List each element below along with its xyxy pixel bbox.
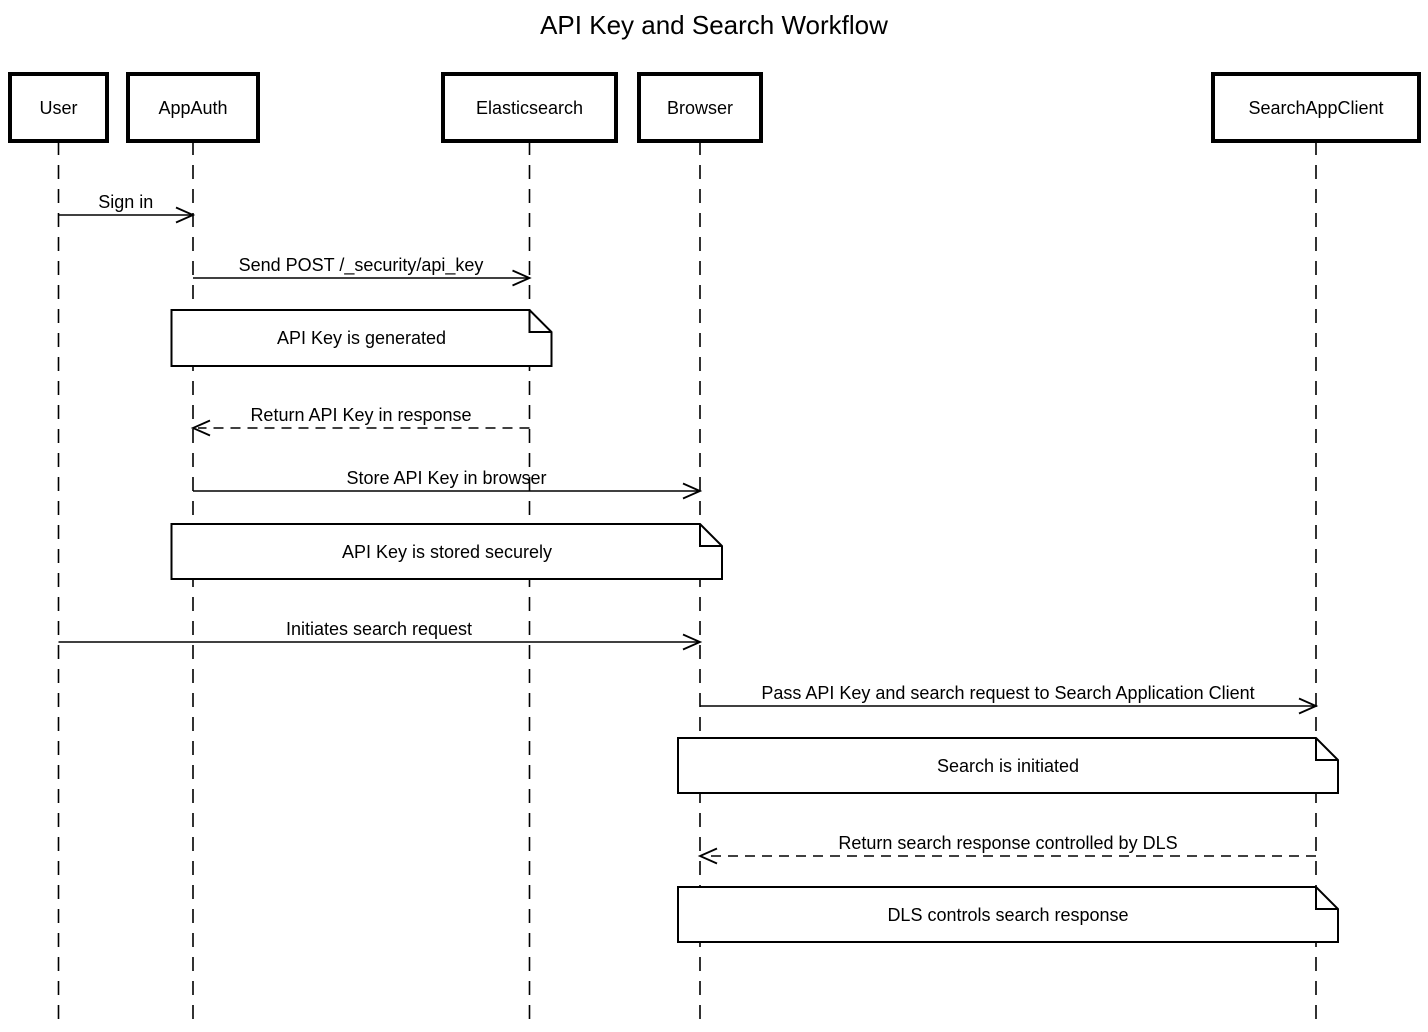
message-label: Store API Key in browser (346, 468, 546, 488)
note-label: API Key is generated (277, 328, 446, 348)
participant-box-browser (637, 72, 763, 143)
message-label: Initiates search request (286, 619, 472, 639)
message-label: Sign in (98, 192, 153, 212)
note-fold-corner-icon (1315, 738, 1338, 761)
note-fold-corner-icon (528, 310, 552, 333)
message-store-api-key: Store API Key in browser (193, 468, 703, 500)
message-label: Return API Key in response (250, 405, 471, 425)
arrow-head-right-icon (175, 206, 196, 224)
participant-browser: Browser (637, 72, 763, 143)
note-api-key-stored: API Key is stored securely (170, 523, 723, 580)
message-sign-in: Sign in (58, 192, 196, 224)
arrow-head-left-icon (190, 419, 211, 437)
message-pass-api-key: Pass API Key and search request to Searc… (700, 683, 1319, 715)
participant-label-elasticsearch: Elasticsearch (476, 98, 583, 118)
participant-appauth: AppAuth (126, 72, 260, 143)
participant-box-user (8, 72, 109, 143)
note-shape (170, 523, 723, 580)
message-label: Send POST /_security/api_key (239, 255, 484, 276)
note-api-key-generated: API Key is generated (170, 309, 553, 367)
arrow-head-right-icon (1298, 697, 1319, 715)
note-label: API Key is stored securely (342, 542, 552, 562)
message-initiates-search: Initiates search request (58, 619, 703, 651)
diagram-title: API Key and Search Workflow (540, 10, 888, 40)
note-fold-corner-icon (1315, 887, 1338, 910)
note-label: Search is initiated (937, 756, 1079, 776)
note-label: DLS controls search response (887, 905, 1128, 925)
lifelines (57, 141, 1317, 1027)
participant-elasticsearch: Elasticsearch (441, 72, 618, 143)
participant-searchappclient: SearchAppClient (1211, 72, 1421, 143)
participant-box-searchappclient (1211, 72, 1421, 143)
participant-box-elasticsearch (441, 72, 618, 143)
participant-label-appauth: AppAuth (158, 98, 227, 118)
note-fold-corner-icon (699, 524, 722, 547)
note-shape (170, 309, 553, 367)
participant-label-searchappclient: SearchAppClient (1248, 98, 1383, 118)
arrow-head-right-icon (682, 482, 703, 500)
message-label: Pass API Key and search request to Searc… (761, 683, 1254, 703)
message-send-post-api-key: Send POST /_security/api_key (193, 255, 532, 287)
participant-box-appauth (126, 72, 260, 143)
participant-user: User (8, 72, 109, 143)
participant-label-browser: Browser (667, 98, 733, 118)
note-shape (677, 737, 1339, 794)
arrow-head-right-icon (682, 633, 703, 651)
message-label: Return search response controlled by DLS (838, 833, 1177, 853)
arrow-head-right-icon (512, 269, 532, 287)
note-search-initiated: Search is initiated (677, 737, 1339, 794)
message-return-api-key: Return API Key in response (190, 405, 530, 437)
participant-label-user: User (39, 98, 77, 118)
note-dls-controls-response: DLS controls search response (677, 886, 1339, 943)
note-shape (677, 886, 1339, 943)
message-return-search-response: Return search response controlled by DLS (697, 833, 1316, 865)
arrow-head-left-icon (697, 847, 718, 865)
